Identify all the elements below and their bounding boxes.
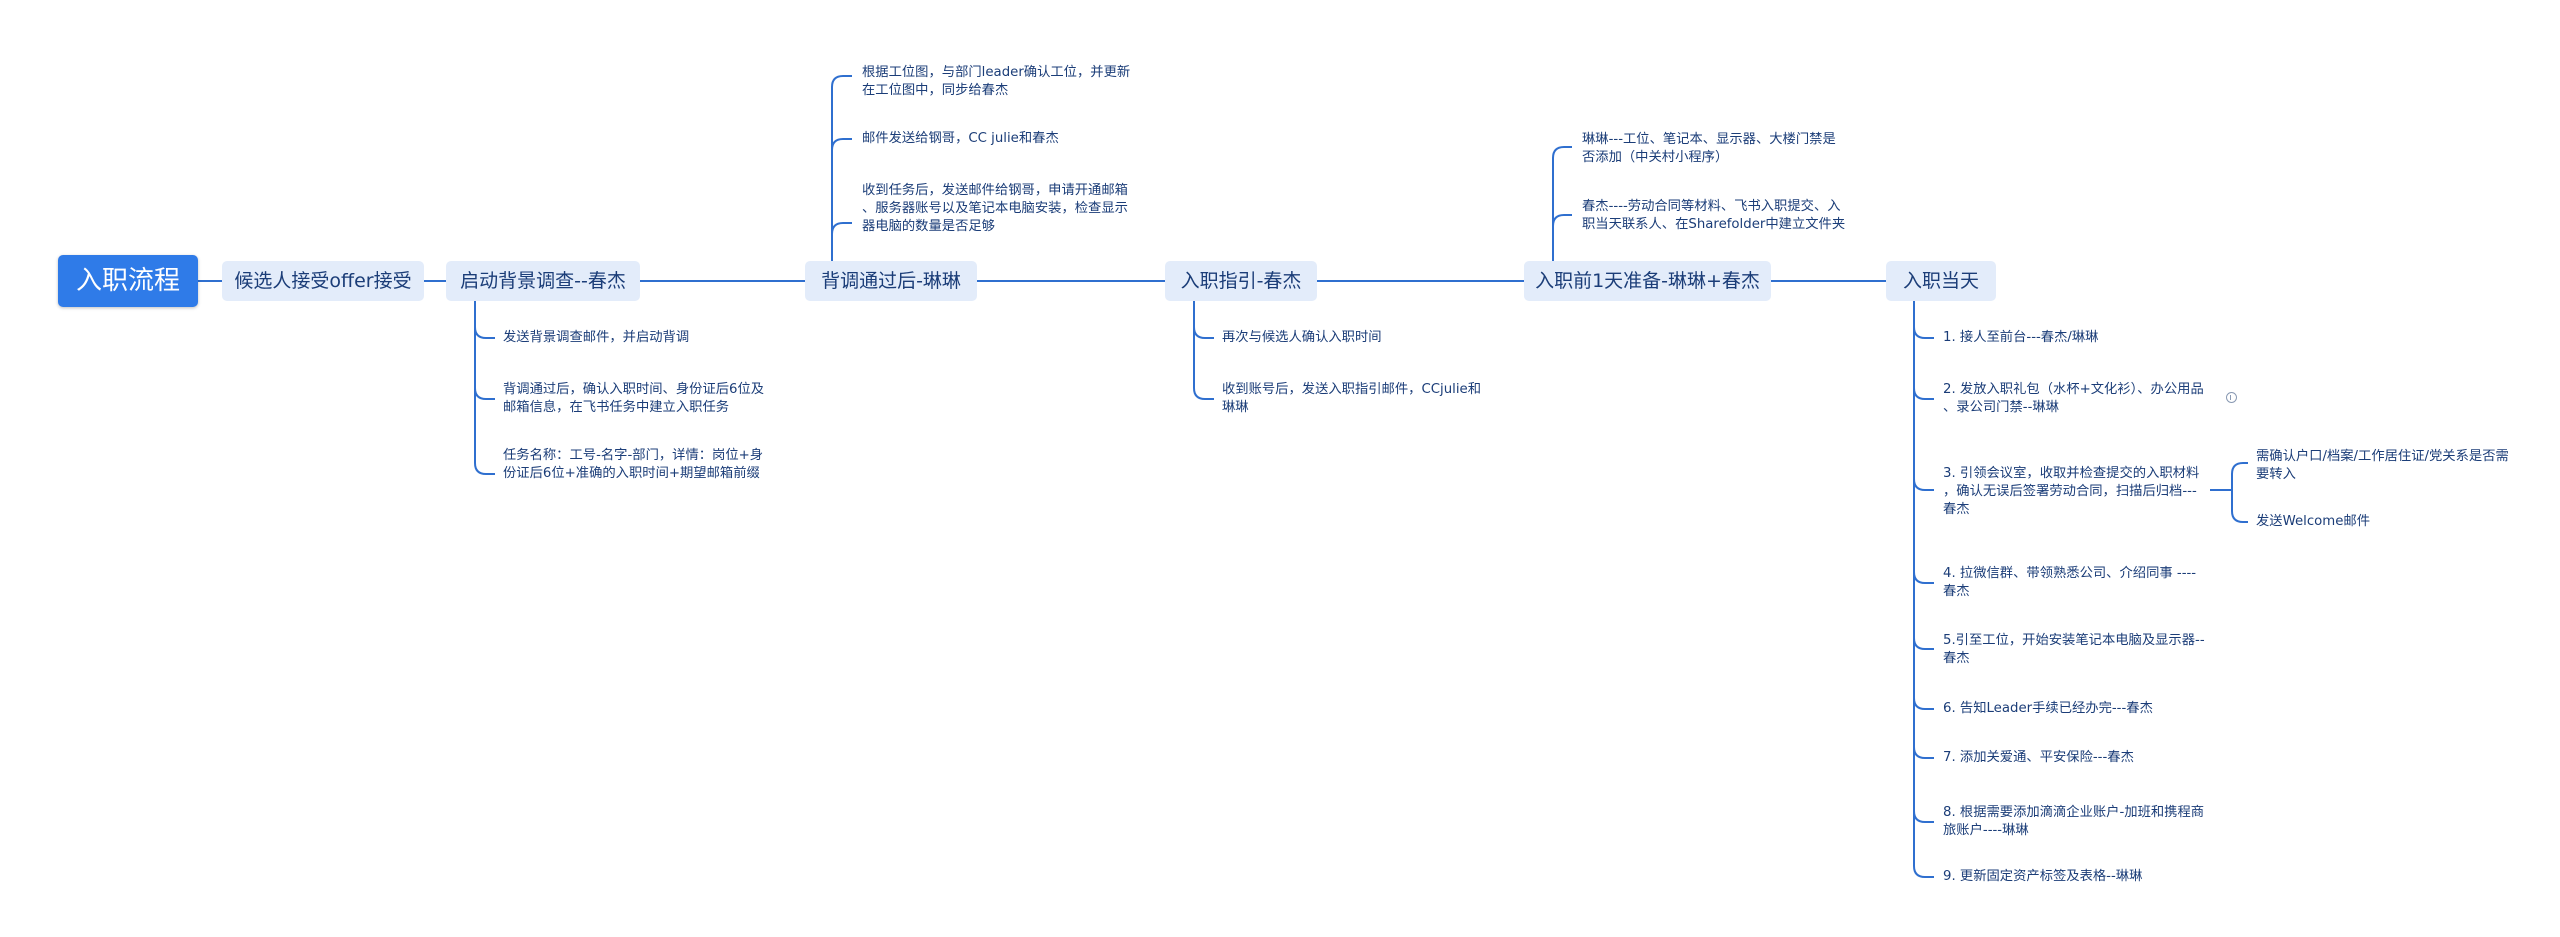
detail-node[interactable]: 5.引至工位，开始安装笔记本电脑及显示器-- 春杰 xyxy=(1943,633,2205,666)
detail-node[interactable]: 发送Welcome邮件 xyxy=(2256,514,2371,529)
detail-node[interactable]: 琳琳---工位、笔记本、显示器、大楼门禁是 否添加（中关村小程序） xyxy=(1582,132,1836,165)
step-onboarding-guide[interactable]: 入职指引-春杰 xyxy=(1165,261,1317,301)
step-background-check[interactable]: 启动背景调查--春杰 xyxy=(446,261,640,301)
detail-node[interactable]: 4. 拉微信群、带领熟悉公司、介绍同事 ---- 春杰 xyxy=(1943,566,2197,599)
step-after-check[interactable]: 背调通过后-琳琳 xyxy=(805,261,977,301)
root-node[interactable]: 入职流程 xyxy=(58,255,198,307)
detail-node[interactable]: 1. 接人至前台---春杰/琳琳 xyxy=(1943,330,2099,345)
detail-node[interactable]: 6. 告知Leader手续已经办完---春杰 xyxy=(1943,701,2153,716)
detail-node[interactable]: 邮件发送给钢哥，CC julie和春杰 xyxy=(862,131,1059,146)
detail-node[interactable]: 发送背景调查邮件，并启动背调 xyxy=(503,330,690,345)
detail-node[interactable]: 7. 添加关爱通、平安保险---春杰 xyxy=(1943,750,2134,765)
step-accept-offer[interactable]: 候选人接受offer接受 xyxy=(222,261,424,301)
detail-node[interactable]: 9. 更新固定资产标签及表格--琳琳 xyxy=(1943,869,2143,884)
detail-node[interactable]: 收到任务后，发送邮件给钢哥，申请开通邮箱 、服务器账号以及笔记本电脑安装，检查显… xyxy=(862,183,1128,234)
detail-node[interactable]: 背调通过后，确认入职时间、身份证后6位及 邮箱信息，在飞书任务中建立入职任务 xyxy=(503,382,765,415)
detail-node[interactable]: 任务名称：工号-名字-部门，详情：岗位+身 份证后6位+准确的入职时间+期望邮箱… xyxy=(503,448,764,481)
detail-node[interactable]: 2. 发放入职礼包（水杯+文化衫）、办公用品 、录公司门禁--琳琳 xyxy=(1943,382,2204,415)
detail-node[interactable]: 春杰----劳动合同等材料、飞书入职提交、入 职当天联系人、在Sharefold… xyxy=(1582,199,1846,232)
detail-node[interactable]: 再次与候选人确认入职时间 xyxy=(1222,330,1382,345)
step-day-before[interactable]: 入职前1天准备-琳琳+春杰 xyxy=(1524,261,1771,301)
detail-node[interactable]: 根据工位图，与部门leader确认工位，并更新 在工位图中，同步给春杰 xyxy=(862,65,1131,98)
detail-node[interactable]: 收到账号后，发送入职指引邮件，CCjulie和 琳琳 xyxy=(1222,382,1482,415)
collapse-toggle-icon[interactable] xyxy=(2226,392,2237,403)
detail-node[interactable]: 3. 引领会议室，收取并检查提交的入职材料 ，确认无误后签署劳动合同，扫描后归档… xyxy=(1943,466,2200,517)
detail-node[interactable]: 需确认户口/档案/工作居住证/党关系是否需 要转入 xyxy=(2256,449,2509,482)
detail-node[interactable]: 8. 根据需要添加滴滴企业账户-加班和携程商 旅账户----琳琳 xyxy=(1943,805,2205,838)
step-onboarding-day[interactable]: 入职当天 xyxy=(1886,261,1996,301)
